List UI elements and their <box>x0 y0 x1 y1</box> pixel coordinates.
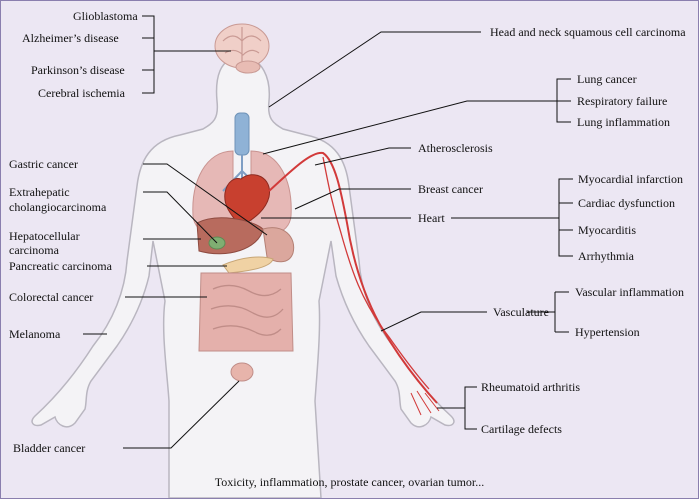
label-lung-cancer: Lung cancer <box>577 72 637 86</box>
trachea <box>234 112 250 156</box>
label-gastric-cancer: Gastric cancer <box>9 157 78 171</box>
label-cerebral-ischemia: Cerebral ischemia <box>38 86 125 100</box>
label-rheumatoid: Rheumatoid arthritis <box>481 380 580 394</box>
label-respiratory-failure: Respiratory failure <box>577 94 668 108</box>
label-extrahepatic-1: Extrahepatic <box>9 185 70 199</box>
label-heart: Heart <box>418 211 445 225</box>
label-colorectal: Colorectal cancer <box>9 290 94 304</box>
footer-note: Toxicity, inflammation, prostate cancer,… <box>214 475 485 489</box>
label-melanoma: Melanoma <box>9 327 61 341</box>
label-atherosclerosis: Atherosclerosis <box>418 141 493 155</box>
label-hepatocellular-1: Hepatocellular <box>9 229 80 243</box>
label-glioblastoma: Glioblastoma <box>73 9 138 23</box>
label-pancreatic: Pancreatic carcinoma <box>9 259 112 273</box>
label-breast-cancer: Breast cancer <box>418 182 483 196</box>
label-cardiac-dysfunction: Cardiac dysfunction <box>578 196 675 210</box>
label-hepatocellular-2: carcinoma <box>9 243 59 257</box>
label-parkinsons: Parkinson’s disease <box>31 63 125 77</box>
label-vascular-inflammation: Vascular inflammation <box>575 285 684 299</box>
label-arrhythmia: Arrhythmia <box>578 249 634 263</box>
label-myocardial-infarction: Myocardial infarction <box>578 172 683 186</box>
lungs <box>192 150 292 235</box>
label-hypertension: Hypertension <box>575 325 640 339</box>
label-myocarditis: Myocarditis <box>578 223 636 237</box>
label-bladder-cancer: Bladder cancer <box>13 441 86 455</box>
label-cartilage: Cartilage defects <box>481 422 562 436</box>
label-vasculature: Vasculature <box>493 305 549 319</box>
label-lung-inflammation: Lung inflammation <box>577 115 670 129</box>
label-head-neck: Head and neck squamous cell carcinoma <box>490 25 686 39</box>
intestines <box>198 272 294 352</box>
bladder <box>230 362 254 382</box>
connector-lines <box>83 15 573 449</box>
pancreas <box>222 256 274 274</box>
label-alzheimers: Alzheimer’s disease <box>22 31 119 45</box>
label-extrahepatic-2: cholangiocarcinoma <box>9 200 107 214</box>
